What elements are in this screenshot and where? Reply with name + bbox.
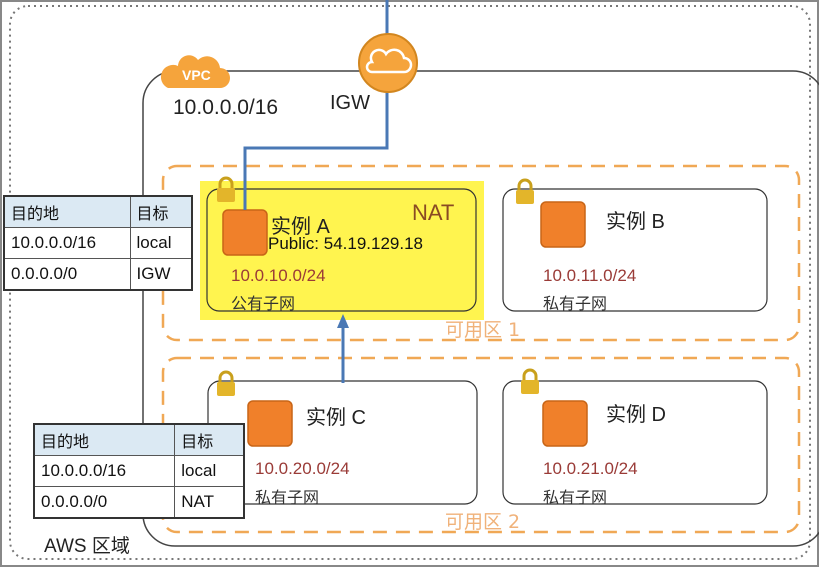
vpc-cidr: 10.0.0.0/16 [173, 96, 279, 119]
instance-d-label: 实例 D [606, 404, 666, 426]
column-header: 目标 [129, 195, 193, 228]
route-destination: 10.0.0.0/16 [33, 455, 176, 487]
aws-region-label: AWS 区域 [44, 536, 130, 557]
column-header: 目标 [174, 423, 245, 456]
cloud-icon [365, 48, 413, 74]
aws-region-boundary [9, 5, 811, 560]
route-destination: 0.0.0.0/0 [33, 486, 176, 519]
lock-icon [521, 368, 539, 394]
instance-a-label: 实例 A [271, 216, 330, 238]
route-table-private: 目的地 目标 10.0.0.0/16 local 0.0.0.0/0 NAT [33, 423, 245, 519]
table-row: 0.0.0.0/0 IGW [3, 258, 193, 291]
instance-b-icon [540, 201, 586, 248]
igw-label: IGW [330, 92, 370, 114]
lock-icon [516, 178, 534, 204]
subnet-d-cidr: 10.0.21.0/24 [543, 459, 638, 478]
subnet-c-cidr: 10.0.20.0/24 [255, 459, 350, 478]
route-destination: 10.0.0.0/16 [3, 227, 131, 259]
route-destination: 0.0.0.0/0 [3, 258, 131, 291]
table-row: 10.0.0.0/16 local [33, 455, 245, 487]
route-target: IGW [129, 258, 193, 291]
subnet-c-type: 私有子网 [255, 488, 320, 507]
table-row: 0.0.0.0/0 NAT [33, 486, 245, 519]
subnet-d-type: 私有子网 [543, 488, 608, 507]
instance-c-label: 实例 C [306, 407, 366, 429]
public-ip-label: Public: 54.19.129.18 [268, 234, 424, 253]
route-target: local [174, 455, 245, 487]
instance-d-icon [542, 400, 588, 447]
route-target: NAT [174, 486, 245, 519]
lock-icon [217, 370, 235, 396]
arrow-head-icon [337, 314, 349, 328]
availability-zone-2-label: 可用区 2 [445, 511, 521, 533]
vpc-badge-label: VPC [182, 67, 211, 83]
subnet-a-type: 公有子网 [231, 294, 296, 313]
instance-b-label: 实例 B [606, 211, 665, 233]
table-row: 10.0.0.0/16 local [3, 227, 193, 259]
subnet-a-cidr: 10.0.10.0/24 [231, 266, 326, 285]
vpc-boundary [142, 70, 819, 547]
table-header-row: 目的地 目标 [3, 195, 193, 228]
subnet-b-cidr: 10.0.11.0/24 [543, 266, 637, 285]
lock-icon [217, 176, 235, 202]
availability-zone-1-label: 可用区 1 [445, 319, 521, 341]
nat-label: NAT [412, 200, 455, 225]
igw-icon [358, 33, 418, 93]
column-header: 目的地 [33, 423, 176, 456]
route-target: local [129, 227, 193, 259]
instance-c-icon [247, 400, 293, 447]
column-header: 目的地 [3, 195, 131, 228]
subnet-b-type: 私有子网 [543, 294, 608, 313]
vpc-cloud-icon [160, 55, 230, 88]
table-header-row: 目的地 目标 [33, 423, 245, 456]
subnet-a [206, 188, 477, 312]
instance-a-icon [222, 209, 268, 256]
route-table-public: 目的地 目标 10.0.0.0/16 local 0.0.0.0/0 IGW [3, 195, 193, 291]
